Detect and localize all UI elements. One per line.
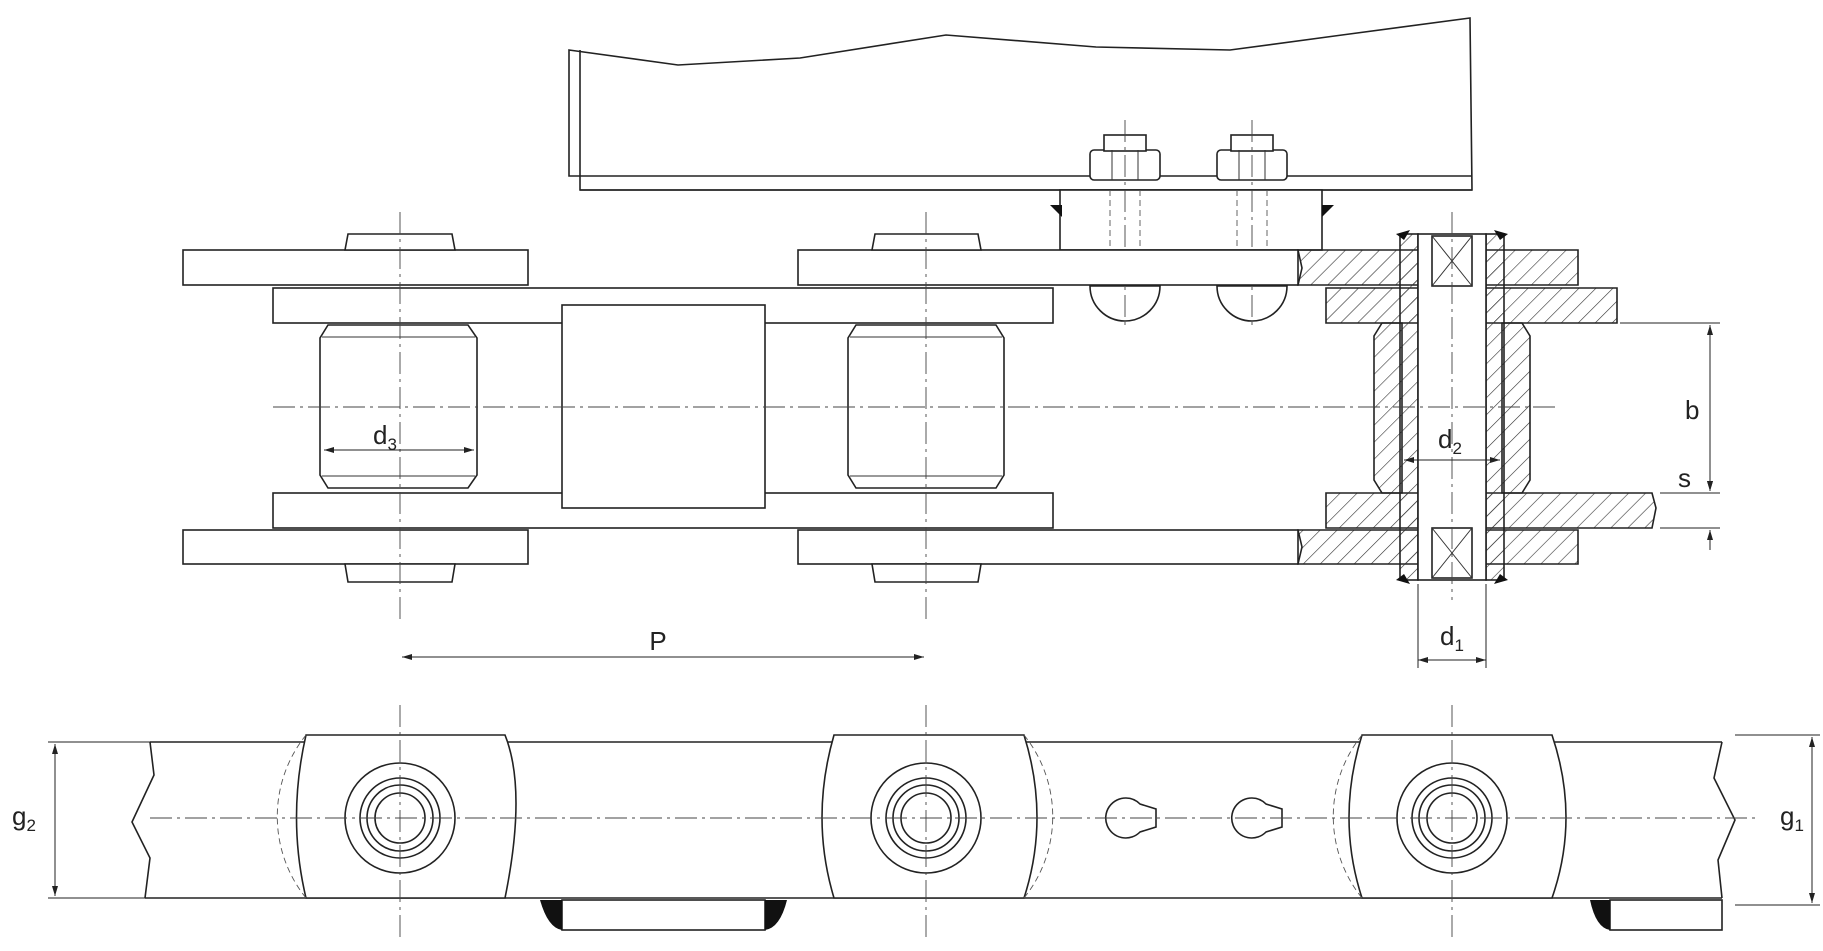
dimension-g2: g2 — [12, 741, 150, 899]
label-d2: d2 — [1438, 424, 1462, 458]
bushing-block — [561, 304, 766, 509]
dimension-d2: d2 — [1404, 424, 1500, 463]
dimension-d3: d3 — [324, 420, 474, 454]
outer-plates-bottom — [182, 529, 1299, 583]
dimension-g1: g1 — [1735, 734, 1820, 906]
dimension-d1: d1 — [1417, 584, 1487, 668]
attachment-bracket — [568, 17, 1473, 251]
bolt-left — [1089, 120, 1161, 330]
label-d3: d3 — [373, 420, 397, 454]
label-g2: g2 — [12, 801, 36, 835]
label-d1: d1 — [1440, 621, 1464, 655]
label-s: s — [1678, 463, 1691, 493]
top-view: d3 d2 d1 b s P — [182, 17, 1720, 668]
roller-left — [319, 324, 478, 489]
label-g1: g1 — [1780, 801, 1804, 835]
dimension-pitch: P — [402, 626, 924, 660]
keyhole-left — [1104, 797, 1157, 839]
side-view: g2 g1 — [12, 705, 1820, 940]
label-b: b — [1685, 395, 1699, 425]
label-p: P — [649, 626, 666, 656]
keyhole-right — [1230, 797, 1283, 839]
bottom-attachments — [540, 899, 1723, 931]
dimension-b-s: b s — [1620, 322, 1720, 550]
